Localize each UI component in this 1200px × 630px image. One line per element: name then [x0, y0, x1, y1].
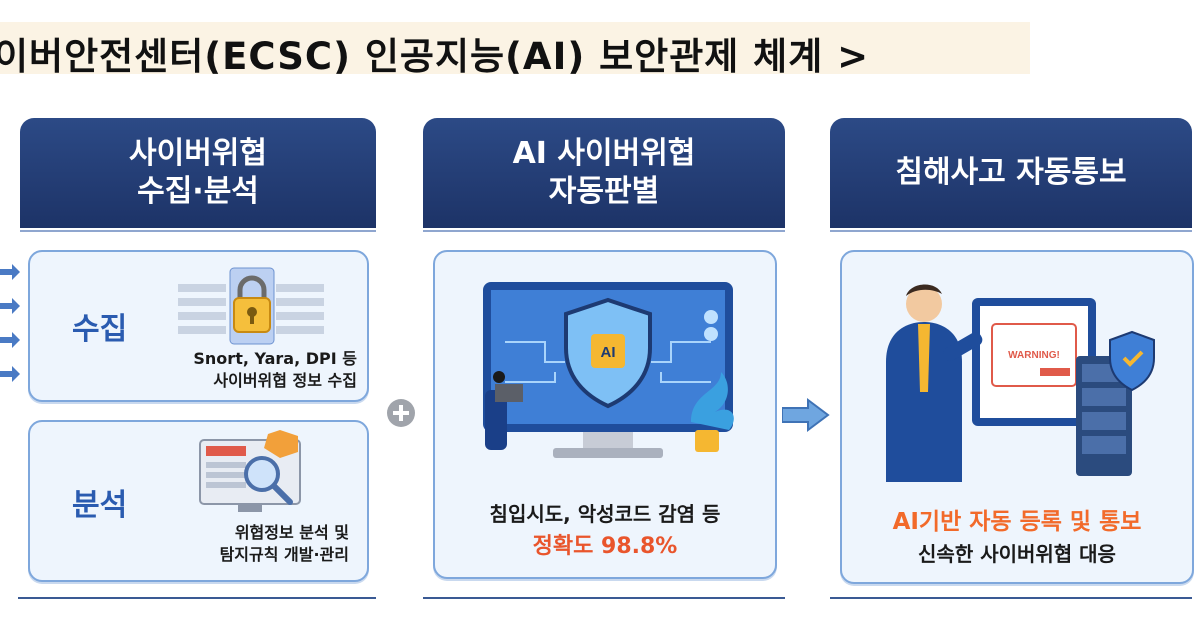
collect-label: 수집: [72, 312, 128, 347]
analyze-label: 분석: [72, 488, 128, 523]
ai-panel: AI 침입시도, 악성코드 감염 등 정확도 98.8%: [433, 250, 777, 579]
ai-accuracy: 정확도 98.8%: [532, 534, 678, 559]
column-header-line2: 수집·분석: [137, 174, 259, 209]
businessman-icon: [886, 284, 983, 482]
bottom-divider: [423, 597, 785, 599]
collect-desc-line2: 사이버위협 정보 수집: [213, 371, 357, 390]
shield-ai-icon: AI: [483, 282, 734, 458]
ai-chip-label: AI: [601, 344, 616, 361]
page-title: 이버안전센터(ECSC) 인공지능(AI) 보안관제 체계 >: [0, 35, 870, 78]
ai-caption: 침입시도, 악성코드 감염 등: [489, 502, 721, 526]
notify-panel: WARNING! AI기반 자동 등록 및 통보 신속한 사이버위협 대응: [840, 250, 1194, 584]
column-header-ai-detect: AI 사이버위협 자동판별: [423, 118, 785, 232]
server-icon: WARNING!: [972, 298, 1155, 476]
magnifier-icon: [199, 430, 301, 512]
column-header-line1: AI 사이버위협: [512, 136, 696, 171]
padlock-icon: [178, 267, 324, 345]
collect-panel: 수집 Snort, Yara, DPI 등 사이버위협 정보 수집: [28, 250, 369, 402]
title-background: [0, 22, 1030, 74]
incoming-arrows-icon: [0, 264, 20, 382]
analyze-desc-line2: 탐지규칙 개발·관리: [219, 545, 349, 564]
bottom-divider: [830, 597, 1192, 599]
column-header-line2: 자동판별: [548, 174, 660, 209]
arrow-right-icon: [782, 398, 830, 432]
analyze-panel: 분석 위협정보 분석 및 탐지규칙 개발·관리: [28, 420, 369, 582]
plus-circle-icon: [387, 399, 415, 427]
analyze-desc-line1: 위협정보 분석 및: [234, 523, 349, 542]
warning-label: WARNING!: [1008, 350, 1060, 361]
column-header-line1: 침해사고 자동통보: [895, 155, 1127, 190]
notify-caption-black: 신속한 사이버위협 대응: [918, 542, 1116, 566]
collect-desc-line1: Snort, Yara, DPI 등: [193, 349, 357, 368]
column-header-line1: 사이버위협: [129, 136, 267, 171]
column-header-auto-notify: 침해사고 자동통보: [830, 118, 1192, 232]
column-header-collect-analyze: 사이버위협 수집·분석: [20, 118, 376, 232]
notify-caption-orange: AI기반 자동 등록 및 통보: [892, 509, 1142, 535]
bottom-divider: [18, 597, 376, 599]
